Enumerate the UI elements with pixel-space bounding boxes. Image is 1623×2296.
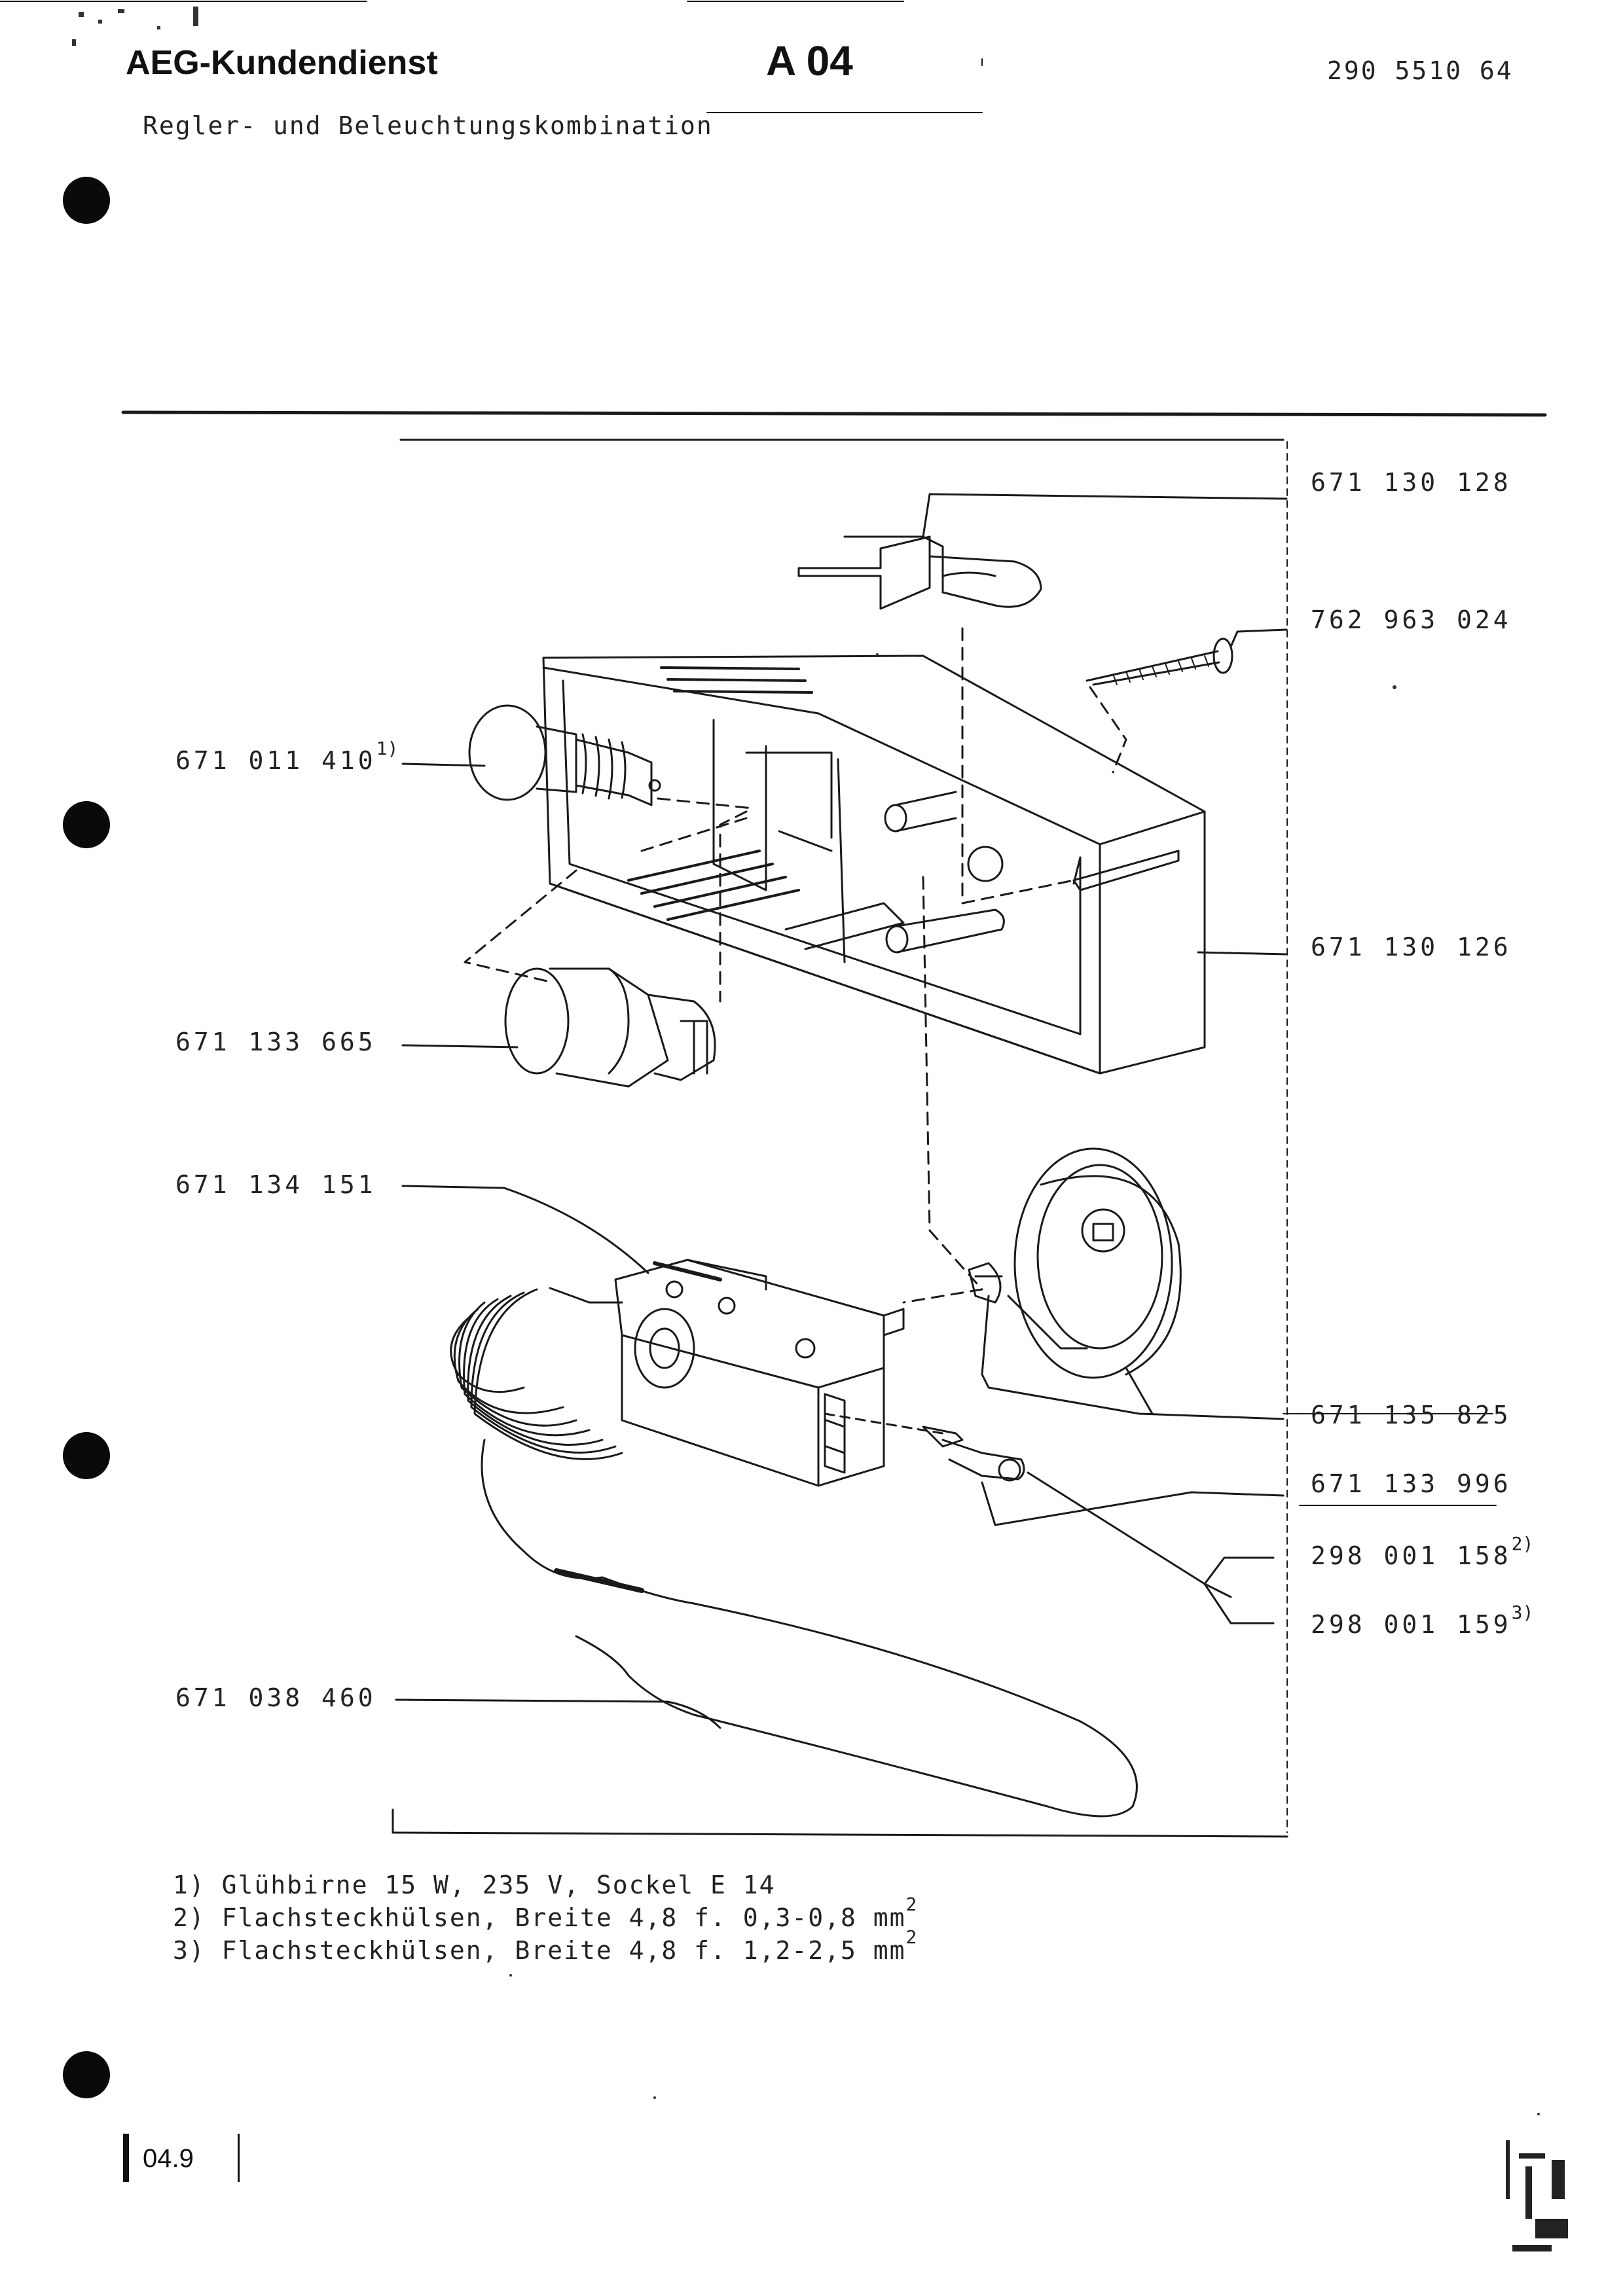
binder-hole <box>63 1432 110 1479</box>
section-code: A 04 <box>766 37 853 84</box>
part-number-label: 671 130 128 <box>1311 468 1512 497</box>
part-number-label: 671 038 460 <box>175 1683 376 1712</box>
footnote: 3) Flachsteckhülsen, Breite 4,8 f. 1,2-2… <box>173 1926 919 1965</box>
box-border <box>238 2134 240 2182</box>
date-code-box: 04.9 <box>123 2134 240 2182</box>
footnote-ref: 2) <box>1511 1533 1534 1554</box>
brand-title: AEG-Kundendienst <box>126 44 438 82</box>
binder-hole <box>63 801 110 848</box>
part-number-label: 671 133 996 <box>1311 1469 1512 1498</box>
part-number-label: 298 001 1582) <box>1311 1533 1534 1571</box>
footnote: 2) Flachsteckhülsen, Breite 4,8 f. 0,3-0… <box>173 1893 919 1933</box>
binder-hole <box>63 177 110 224</box>
page-subtitle: Regler- und Beleuchtungskombination <box>143 111 713 140</box>
part-number-label: 762 963 024 <box>1311 605 1512 634</box>
binder-hole <box>63 2051 110 2098</box>
part-number-label: 671 130 126 <box>1311 933 1512 961</box>
part-number-label: 298 001 1593) <box>1311 1602 1534 1640</box>
part-number-label: 671 011 4101) <box>175 738 399 776</box>
part-number-label: 671 135 825 <box>1311 1401 1512 1429</box>
date-code: 04.9 <box>143 2144 194 2173</box>
footnote: 1) Glühbirne 15 W, 235 V, Sockel E 14 <box>173 1871 776 1899</box>
part-number-label: 671 134 151 <box>175 1170 376 1199</box>
footnote-ref: 3) <box>1511 1602 1534 1623</box>
footnote-ref: 1) <box>376 738 399 759</box>
box-border <box>123 2134 129 2182</box>
document-number: 290 5510 64 <box>1327 56 1514 85</box>
part-number-label: 671 133 665 <box>175 1028 376 1056</box>
